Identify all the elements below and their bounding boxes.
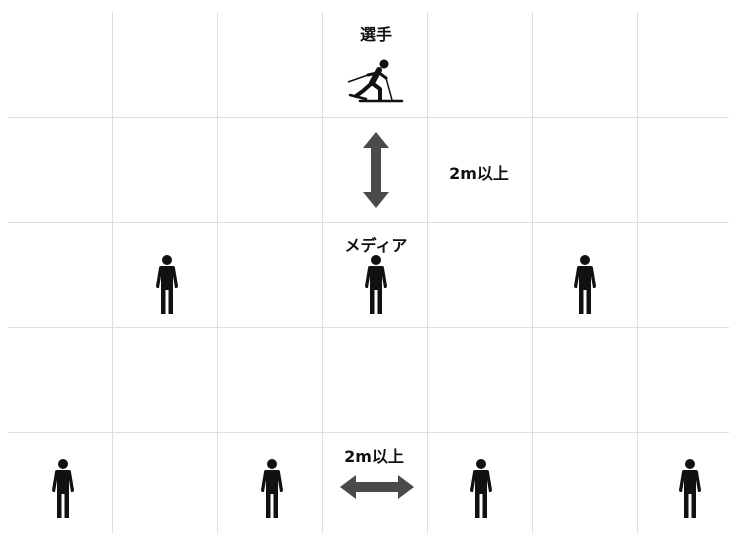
grid-line: [8, 117, 729, 118]
grid-line: [637, 12, 638, 533]
athlete-label: 選手: [359, 25, 393, 44]
person-icon: [261, 459, 283, 518]
grid-line: [532, 12, 533, 533]
grid-line: [8, 222, 729, 223]
double-arrow-horizontal-icon: [340, 475, 414, 499]
person-icon: [365, 255, 387, 314]
grid-line: [8, 327, 729, 328]
horizontal-distance-label: 2m以上: [344, 447, 404, 466]
person-icon: [156, 255, 178, 314]
grid-line: [217, 12, 218, 533]
cross-country-skier-icon: [347, 59, 404, 103]
person-icon: [470, 459, 492, 518]
double-arrow-vertical-icon: [363, 132, 389, 208]
person-icon: [52, 459, 74, 518]
person-icon: [679, 459, 701, 518]
person-icon: [574, 255, 596, 314]
media-label: メディア: [344, 236, 408, 255]
grid-line: [112, 12, 113, 533]
grid-line: [8, 432, 729, 433]
vertical-distance-label: 2m以上: [449, 164, 509, 183]
grid-line: [322, 12, 323, 533]
grid-line: [427, 12, 428, 533]
